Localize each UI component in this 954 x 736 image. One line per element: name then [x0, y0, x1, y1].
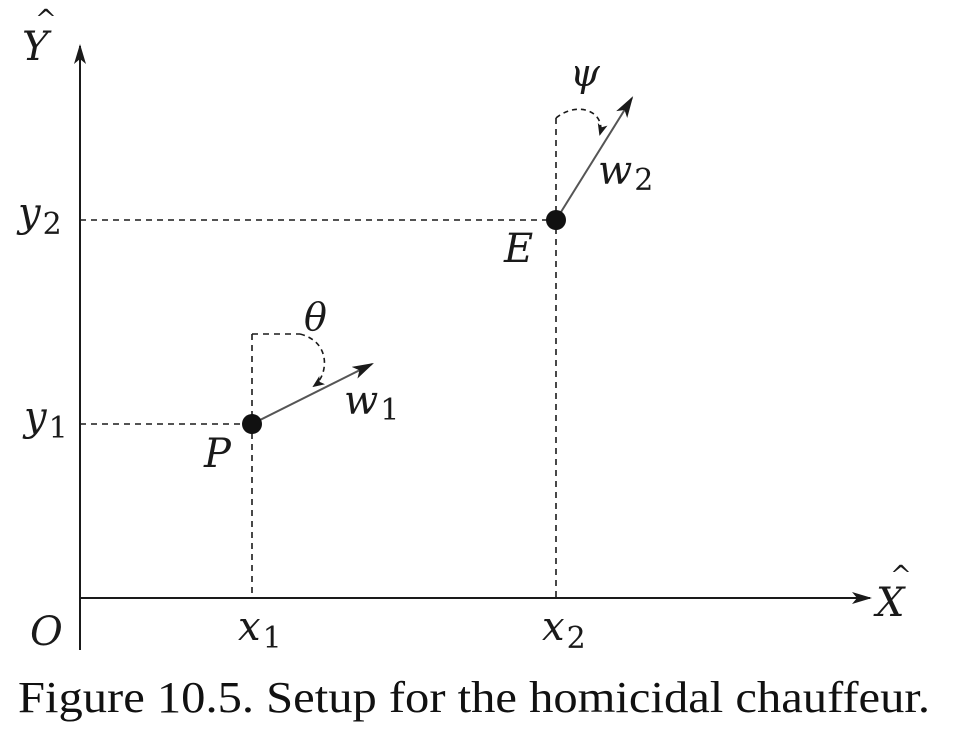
evader-label: E	[503, 226, 533, 272]
y-axis-hat: ^	[35, 5, 57, 35]
evader-velocity-vector	[555, 96, 634, 221]
y1-sub: 1	[49, 411, 68, 446]
origin-label: O	[30, 609, 63, 655]
w2-sub: 2	[634, 163, 653, 198]
y2-base: y	[16, 190, 42, 236]
x2-base: x	[542, 604, 565, 650]
y-axis-label: Y	[22, 24, 52, 70]
w2-base: w	[598, 148, 632, 194]
w1-base: w	[344, 378, 378, 424]
x2-sub: 2	[567, 621, 586, 656]
w1-label: w1	[344, 378, 399, 428]
x1-sub: 1	[263, 621, 282, 656]
x-axis-hat: ^	[890, 561, 912, 591]
pursuer-label: P	[203, 431, 232, 477]
psi-arc	[555, 108, 608, 136]
pursuer-velocity-vector	[251, 363, 374, 425]
figure-caption: Figure 10.5. Setup for the homicidal cha…	[18, 673, 930, 722]
theta-arc	[299, 333, 326, 388]
w2-label: w2	[598, 148, 653, 198]
x-axis-label: X	[873, 580, 906, 626]
theta-label: θ	[304, 295, 327, 339]
x2-tick-label: x2	[542, 604, 586, 656]
x1-tick-label: x1	[238, 604, 282, 656]
x1-base: x	[238, 604, 261, 650]
y1-base: y	[22, 394, 48, 440]
w1-sub: 1	[380, 393, 399, 428]
evader-point	[546, 210, 566, 230]
y2-sub: 2	[43, 207, 62, 242]
y2-tick-label: y2	[16, 190, 62, 242]
y1-tick-label: y1	[22, 394, 68, 446]
pursuer-point	[242, 414, 262, 434]
psi-label: ψ	[570, 51, 601, 95]
